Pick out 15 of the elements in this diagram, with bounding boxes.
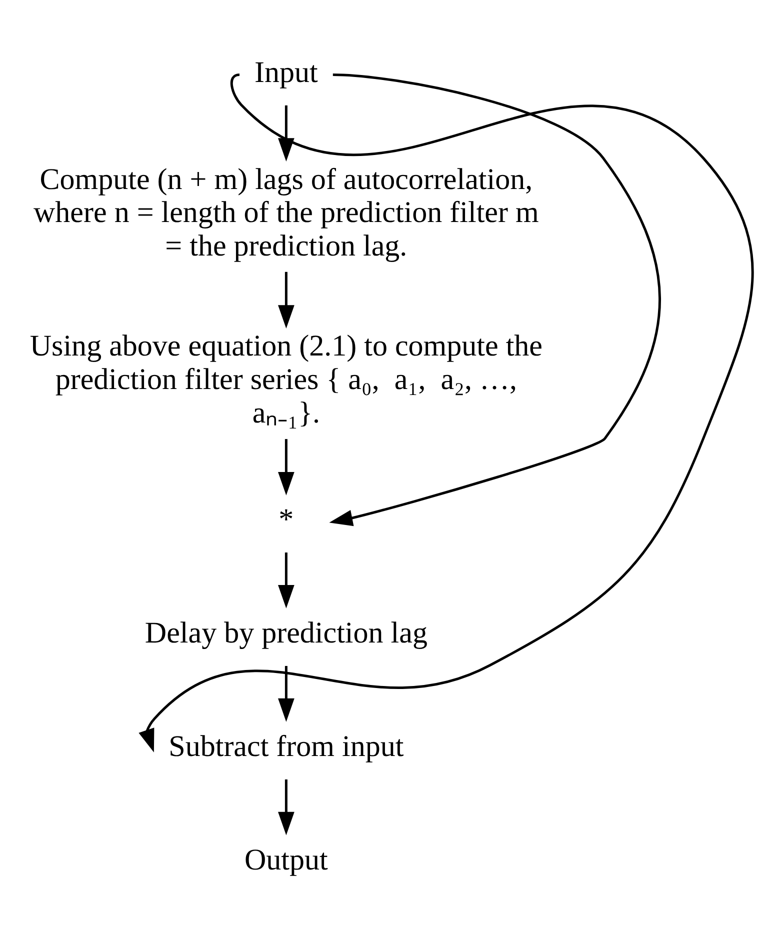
node-text: Output (244, 843, 328, 876)
arrow (138, 74, 754, 752)
arrow (278, 271, 294, 328)
arrow (278, 104, 294, 161)
node-text: Using above equation (2.1) to compute the prediction filter series { a₀, a₁, a₂, …, aₙ₋₁}. (30, 329, 543, 429)
node-text: Compute (n + m) lags of autocorrelation, where n = length of the prediction filter m = the prediction lag. (34, 162, 539, 262)
node-text: Input (254, 56, 318, 89)
arrow (278, 778, 294, 835)
node-text: Delay by prediction lag (144, 616, 428, 650)
arrow (329, 72, 661, 526)
arrow (278, 665, 294, 722)
arrow (278, 438, 294, 495)
node-text: * (278, 502, 294, 536)
node-text: Subtract from input (168, 730, 404, 763)
arrow (278, 552, 294, 608)
